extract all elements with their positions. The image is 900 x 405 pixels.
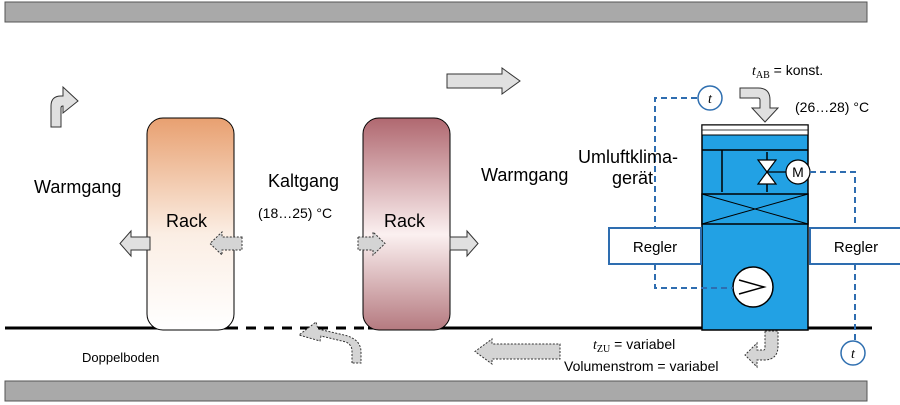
warmgang-left-label: Warmgang: [34, 177, 121, 197]
arrow-into-right-rack: [357, 230, 386, 257]
rack-left: [146, 117, 235, 331]
control-lines: [654, 97, 856, 340]
rack-right: [362, 117, 451, 331]
sensor-top-icon: [697, 85, 723, 111]
rack-right-label: Rack: [384, 211, 426, 231]
arrow-return-into-unit: [739, 87, 780, 123]
unit-name-line1: Umluftklima-: [578, 147, 678, 167]
ceiling-slab: [4, 1, 868, 23]
arrow-unit-down: [744, 330, 779, 369]
airflow-arrows: [50, 67, 780, 369]
warmgang-right-label: Warmgang: [481, 165, 568, 185]
rack-left-label: Rack: [166, 211, 208, 231]
air-conditioning-unit: M: [701, 124, 811, 331]
arrow-out-left-rack: [119, 229, 151, 258]
arrow-out-right-rack: [449, 229, 479, 258]
controller-left-label: Regler: [633, 239, 677, 256]
arrow-ceiling-right: [446, 67, 521, 95]
controller-left: [608, 227, 702, 265]
sensor-bottom-icon: [840, 340, 866, 366]
return-temp-range: (26…28) °C: [795, 99, 869, 115]
valve-icon: [756, 152, 786, 192]
return-temp-label: tAB = konst.: [752, 62, 823, 81]
volume-flow-label: Volumenstrom = variabel: [564, 358, 718, 374]
motor-label: M: [792, 164, 804, 180]
cold-aisle-temp-label: (18…25) °C: [258, 205, 332, 221]
raised-floor-label: Doppelboden: [82, 350, 159, 365]
arrow-floor-left: [474, 338, 561, 365]
arrow-floor-up: [297, 321, 362, 364]
unit-name-line2: gerät: [612, 168, 653, 188]
supply-temp-label: tZU = variabel: [593, 336, 675, 355]
kaltgang-label: Kaltgang: [268, 171, 339, 191]
sensor-bottom-label: t: [851, 347, 856, 362]
sensor-top-label: t: [708, 92, 713, 107]
floor-slab: [4, 380, 868, 402]
controller-right-label: Regler: [834, 239, 878, 256]
arrow-into-left-rack: [209, 230, 243, 257]
arrow-curve-up-left: [50, 85, 79, 128]
fan-icon: [732, 266, 774, 308]
